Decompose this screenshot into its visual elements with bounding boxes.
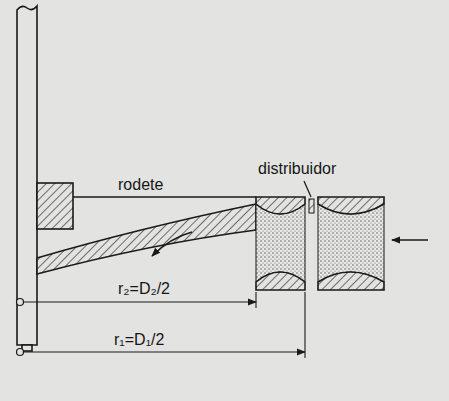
shaft	[17, 6, 37, 345]
label-holder: distribuidor	[256, 160, 338, 178]
label-holder: r₂=D₂/2	[116, 280, 172, 298]
dimension-line	[24, 351, 305, 352]
dimension-line	[24, 301, 256, 302]
dimension-origin	[17, 349, 24, 356]
dimension-label: r₁=D₁/2	[112, 331, 166, 349]
extension-line	[304, 292, 305, 358]
label-holder: r₁=D₁/2	[112, 331, 166, 349]
vane-tip	[309, 199, 314, 213]
extension-line	[255, 292, 256, 308]
guide-vane-cap	[318, 197, 384, 214]
dimension-origin	[17, 299, 24, 306]
flow-arrow	[152, 232, 192, 256]
runner-disc-line	[73, 196, 256, 198]
runner-blades	[256, 204, 305, 282]
dimension-label: r₂=D₂/2	[116, 280, 172, 298]
part-label: rodete	[116, 176, 165, 194]
runner-shroud	[37, 204, 256, 274]
leader-line	[304, 181, 311, 197]
part-label: distribuidor	[256, 160, 338, 178]
guide-vane-cap	[318, 272, 384, 290]
label-holder: rodete	[116, 176, 165, 194]
guide-vanes	[318, 204, 384, 282]
runner-blade-cap	[256, 272, 305, 290]
runner-blade-cap	[256, 197, 305, 214]
hub	[37, 183, 73, 229]
flow-arrow	[392, 239, 428, 241]
